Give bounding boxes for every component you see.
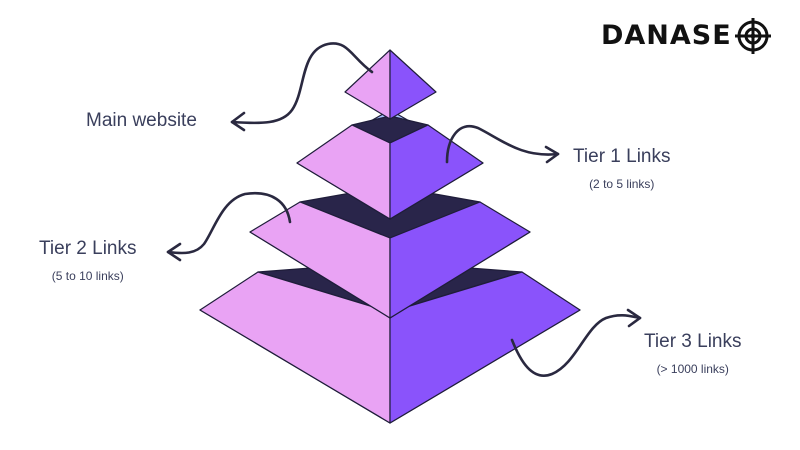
pyramid-top-cap <box>344 49 437 120</box>
label-tier-1: Tier 1 Links (2 to 5 links) <box>573 146 671 192</box>
pyramid-tier-1 <box>296 109 484 220</box>
tier-1-subtitle: (2 to 5 links) <box>589 177 655 191</box>
label-tier-3: Tier 3 Links (> 1000 links) <box>644 331 742 377</box>
top-cap-right-face <box>389 49 437 120</box>
tier-1-title: Tier 1 Links <box>573 146 671 167</box>
arrow-tier-1 <box>445 125 560 164</box>
tier-2-right-face <box>389 201 531 319</box>
arrow-tier-2 <box>166 191 292 262</box>
tier-2-title: Tier 2 Links <box>39 238 137 259</box>
main-website-title: Main website <box>86 110 197 131</box>
top-cap-left-face <box>344 49 391 120</box>
brand-name: DANASE <box>601 20 732 51</box>
tier-3-subtitle: (> 1000 links) <box>656 362 729 376</box>
tier-1-right-face <box>389 124 484 220</box>
tier-2-subtitle: (5 to 10 links) <box>51 269 124 283</box>
brand-logo: DANASE <box>601 17 772 55</box>
label-main-website: Main website <box>86 110 197 132</box>
arrow-main-website <box>230 42 374 132</box>
crosshair-target-icon <box>734 18 771 54</box>
tier-3-title: Tier 3 Links <box>644 331 742 352</box>
label-tier-2: Tier 2 Links (5 to 10 links) <box>39 238 137 284</box>
arrow-tier-3 <box>510 308 642 377</box>
